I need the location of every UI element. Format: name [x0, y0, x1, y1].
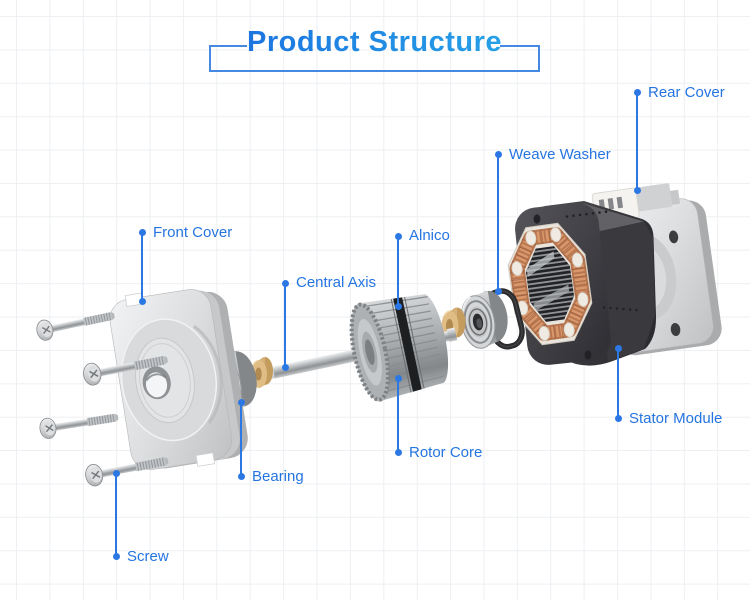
title-box	[209, 45, 540, 72]
rear-cover-screw-hole	[670, 322, 681, 337]
callout-rotor-core: Rotor Core	[409, 444, 483, 461]
leader-line-bearing	[237, 398, 245, 480]
central-axis-part	[269, 346, 373, 379]
vent-dots	[565, 210, 638, 312]
stator-winding	[507, 222, 593, 346]
stator-module-part	[507, 201, 657, 366]
callout-central-axis: Central Axis	[296, 274, 377, 291]
title-box-top-right-segment	[500, 45, 540, 47]
callout-weave-washer: Weave Washer	[509, 146, 611, 163]
bearing-right-part	[460, 290, 508, 349]
leader-line-rotor-core	[394, 374, 402, 456]
page-title: Product Structure	[209, 26, 540, 59]
rotor-assembly	[268, 294, 458, 402]
rear-cover-screw-hole	[668, 230, 679, 244]
leader-line-alnico	[394, 232, 402, 310]
callout-alnico: Alnico	[409, 227, 450, 244]
leader-line-front-cover	[138, 228, 146, 305]
callout-rear-cover: Rear Cover	[648, 84, 725, 101]
leader-line-central-axis	[281, 279, 289, 371]
connector-block	[591, 183, 673, 224]
rotor-core-part	[349, 294, 449, 402]
leader-line-weave-washer	[494, 150, 502, 295]
title-box-top-left-segment	[209, 45, 247, 47]
bobbin-corners	[511, 227, 589, 341]
callout-stator-module: Stator Module	[629, 410, 723, 427]
front-cover-part	[109, 289, 248, 470]
alnico-part	[393, 297, 422, 392]
callout-front-cover: Front Cover	[153, 224, 233, 241]
leader-line-screw	[112, 469, 120, 560]
front-cover-notch	[195, 452, 216, 467]
callout-bearing: Bearing	[252, 468, 304, 485]
callout-screw: Screw	[127, 548, 169, 565]
leader-line-stator-module	[614, 344, 622, 422]
leader-line-rear-cover	[633, 88, 641, 194]
